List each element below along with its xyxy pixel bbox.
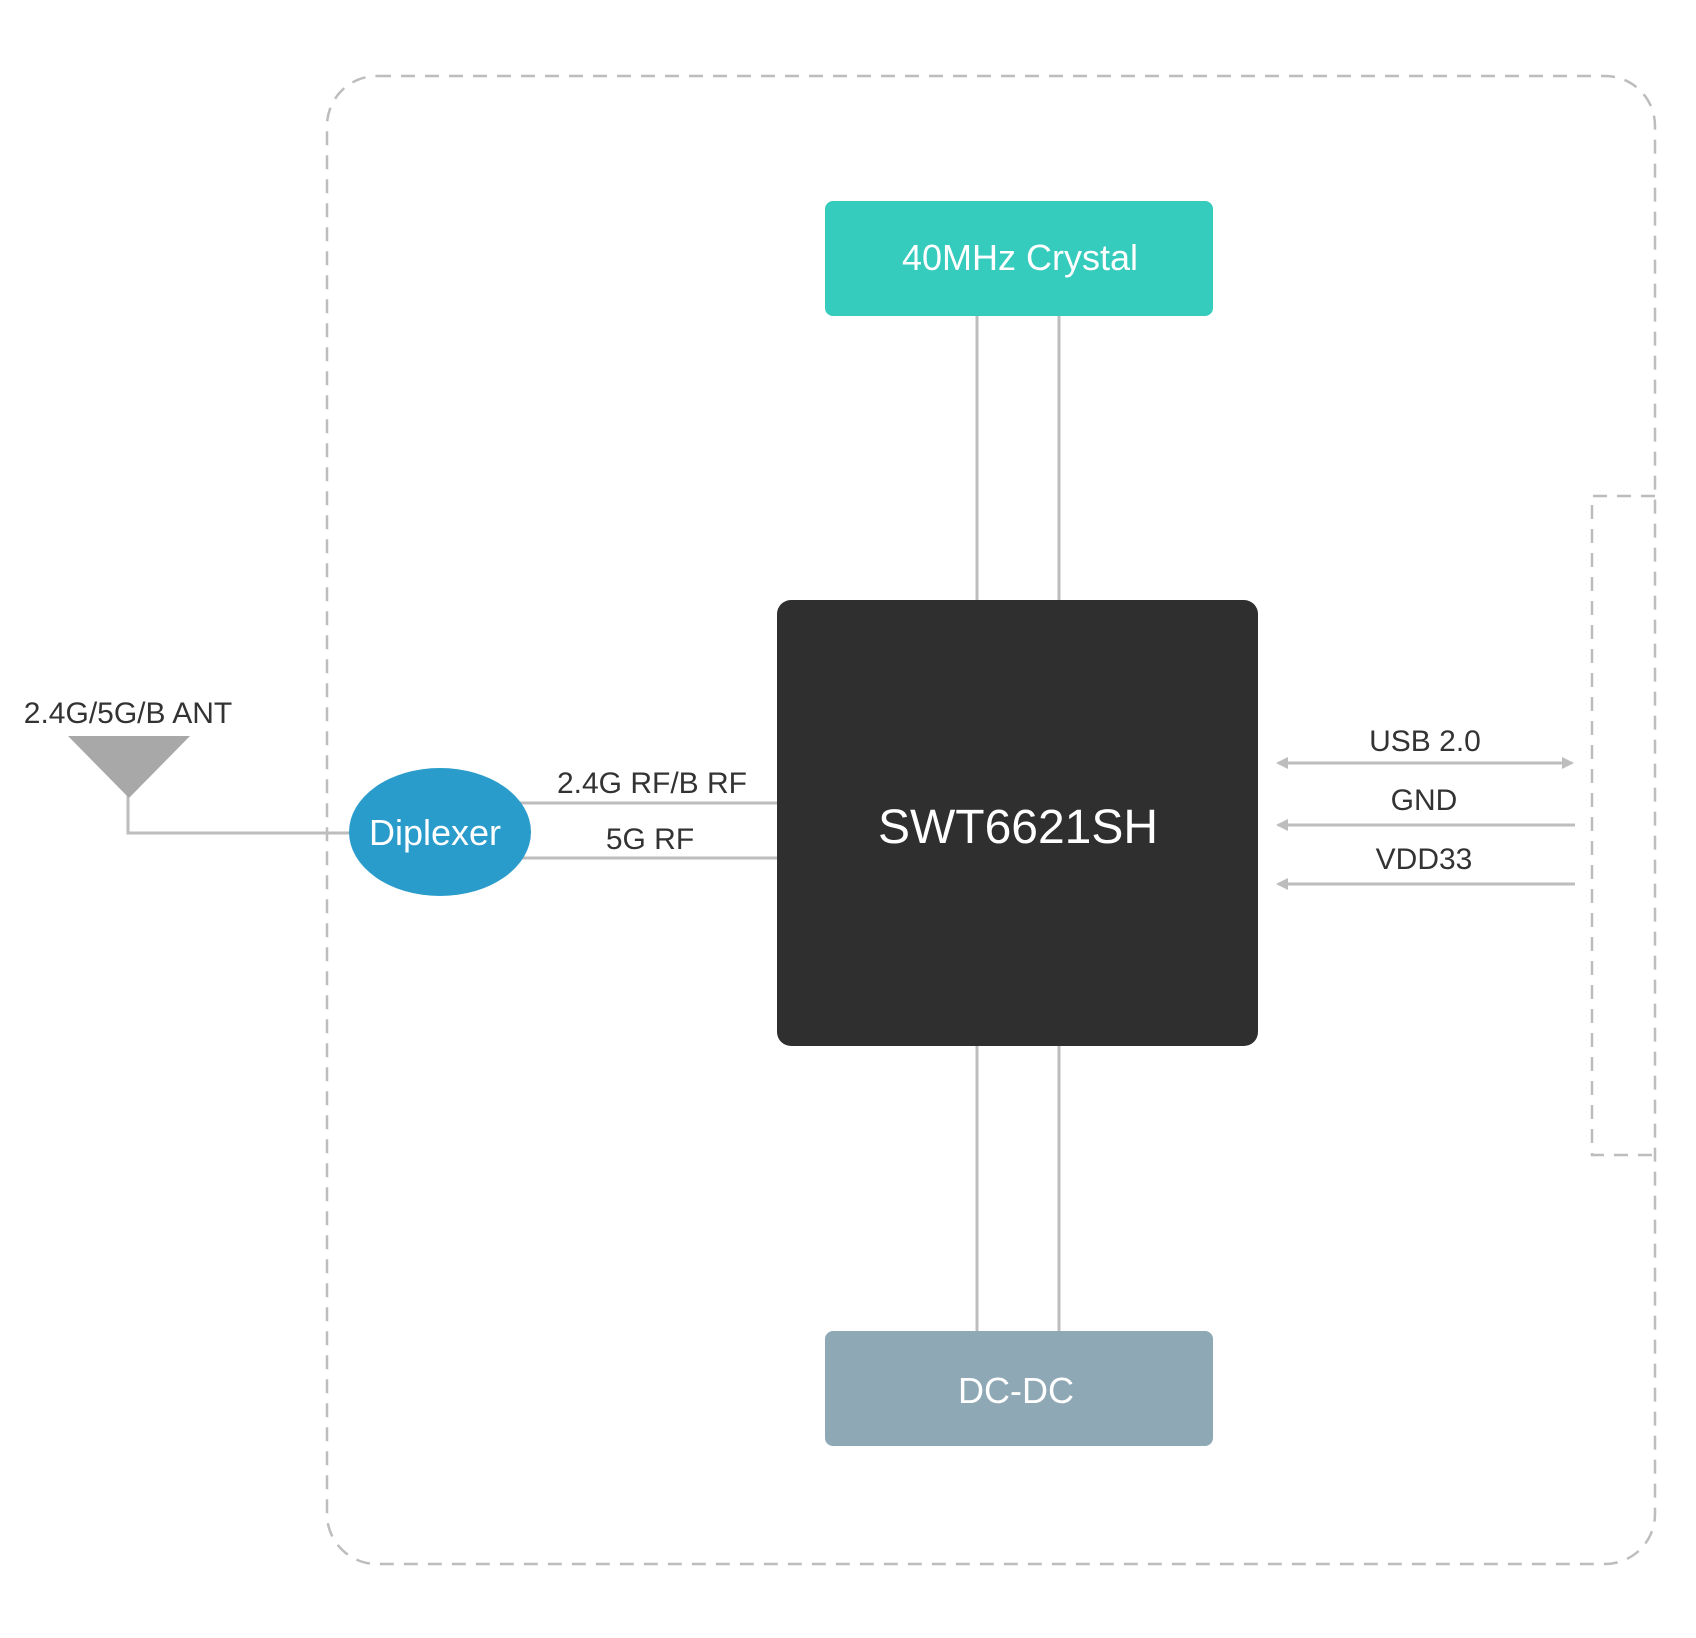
- antenna-wire: [126, 795, 350, 835]
- rf-5g-label: 5G RF: [606, 823, 694, 856]
- diplexer-block: [349, 768, 531, 896]
- vdd-label: VDD33: [1376, 843, 1473, 876]
- antenna-icon: [68, 736, 190, 798]
- crystal-label: 40MHz Crystal: [902, 237, 1138, 278]
- usb-label: USB 2.0: [1369, 725, 1481, 758]
- interface-connector: [1590, 494, 1655, 1157]
- dcdc-block: [825, 1331, 1213, 1446]
- antenna-label: 2.4G/5G/B ANT: [24, 697, 232, 730]
- module-boundary: [325, 74, 1657, 1566]
- gnd-label: GND: [1391, 784, 1458, 817]
- chip-block: [777, 600, 1258, 1046]
- crystal-block: [825, 201, 1213, 316]
- chip-label: SWT6621SH: [878, 801, 1158, 854]
- diplexer-label: Diplexer: [369, 812, 501, 853]
- rf-24g-label: 2.4G RF/B RF: [557, 767, 747, 800]
- dcdc-label: DC-DC: [958, 1370, 1074, 1411]
